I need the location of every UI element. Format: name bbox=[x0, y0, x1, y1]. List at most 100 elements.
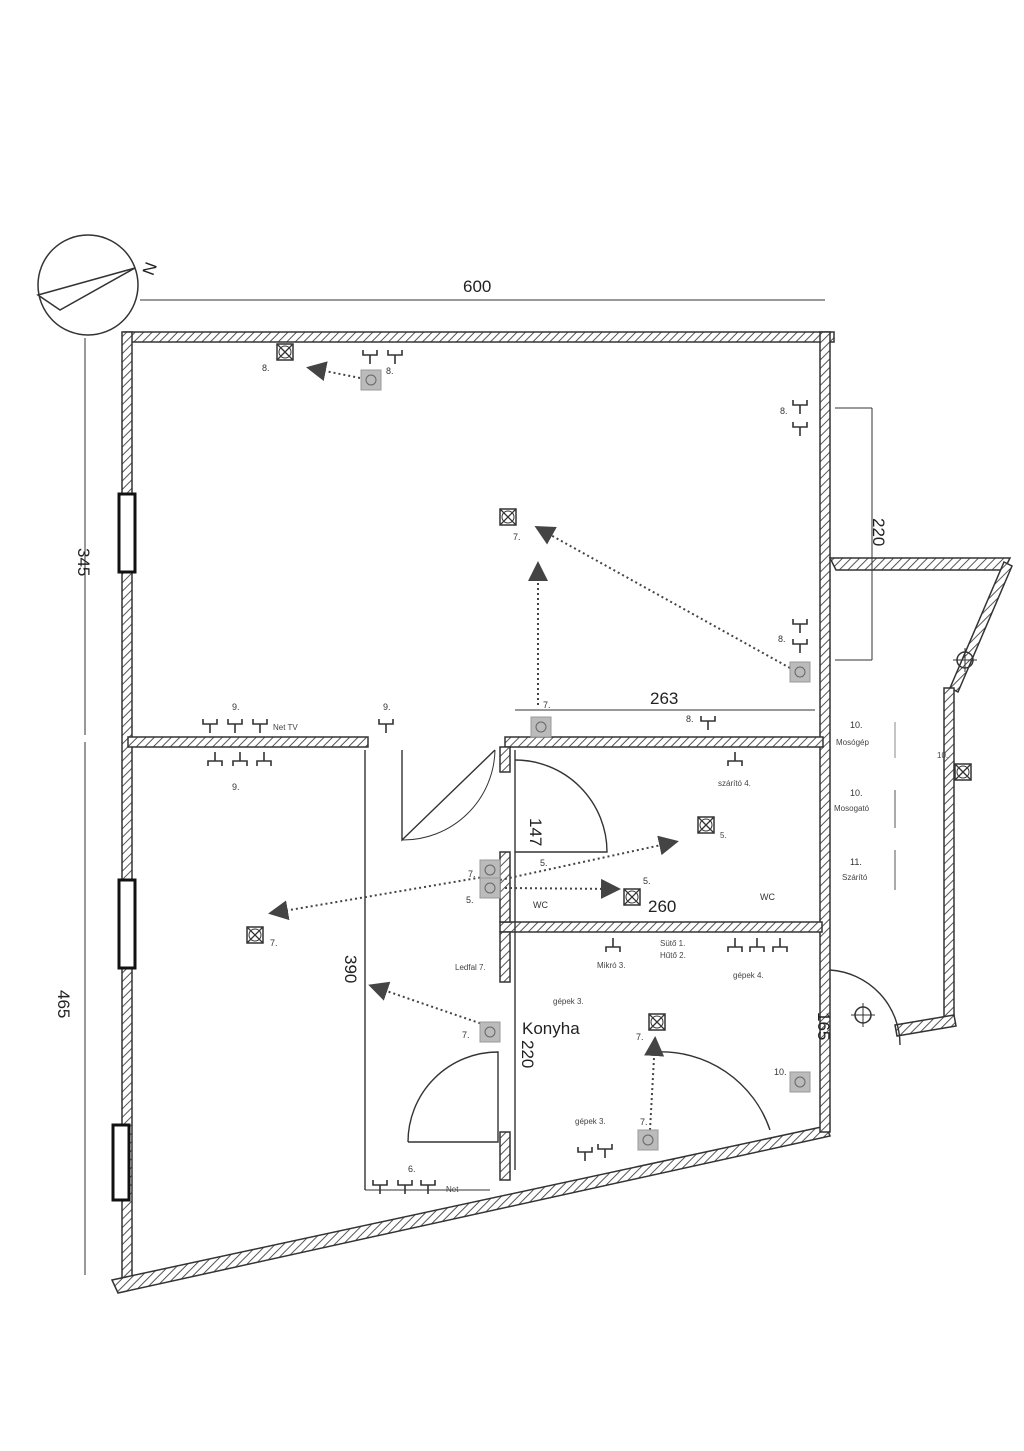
wall-balcony-diag bbox=[949, 560, 1013, 694]
outlet-icon bbox=[727, 937, 743, 953]
dim-top-width: 600 bbox=[463, 277, 491, 296]
wall-balcony-top bbox=[828, 557, 1012, 571]
compass-label: N bbox=[139, 260, 161, 278]
light-switch-icon bbox=[530, 716, 552, 738]
label: 7. bbox=[468, 869, 476, 879]
outlet-icon bbox=[202, 718, 218, 734]
label: Mikró 3. bbox=[597, 961, 625, 970]
label: 8. bbox=[386, 366, 394, 376]
outlet-icon bbox=[378, 718, 394, 734]
wall-wc-bottom bbox=[499, 921, 823, 933]
light-switch-icon bbox=[479, 1021, 501, 1043]
label: 5. bbox=[540, 858, 548, 868]
room-label-kitchen: Konyha bbox=[522, 1019, 580, 1038]
ceiling-lamp-icon bbox=[246, 926, 264, 944]
label: gépek 3. bbox=[553, 997, 584, 1006]
light-switch-icon bbox=[360, 369, 382, 391]
outlet-icon bbox=[362, 349, 378, 365]
dim-bath-height: 147 bbox=[526, 818, 545, 846]
label: szárító 4. bbox=[718, 779, 751, 788]
dim-entry: 165 bbox=[814, 1012, 833, 1040]
dim-wc-width: 260 bbox=[648, 897, 676, 916]
outlet-icon bbox=[749, 937, 765, 953]
dim-left-upper: 345 bbox=[74, 548, 93, 576]
wall-balcony-side bbox=[943, 687, 955, 1024]
fixture-labels: 8. 8. 8. 7. 8. 7. 8. 9. Net TV 9. 9. szá… bbox=[232, 363, 948, 1194]
light-switch-icon bbox=[479, 859, 501, 881]
label: Szárító bbox=[842, 873, 868, 882]
outlet-icon bbox=[605, 937, 621, 953]
label: 9. bbox=[232, 782, 240, 792]
label: 10. bbox=[850, 720, 863, 730]
label: Hűtő 2. bbox=[660, 951, 686, 960]
label: 10. bbox=[937, 751, 948, 760]
label: Net TV bbox=[273, 723, 298, 732]
wall-mid-left bbox=[127, 736, 369, 748]
ceiling-lamp-icon bbox=[697, 816, 715, 834]
wall-kitchen-left-bottom bbox=[499, 1131, 511, 1181]
light-switch-icon bbox=[479, 877, 501, 899]
outlet-icon bbox=[397, 1179, 413, 1195]
outlet-icon bbox=[597, 1143, 613, 1159]
ceiling-lamp-icon bbox=[623, 888, 641, 906]
switch-arrows bbox=[268, 361, 791, 1131]
outlet-icon bbox=[252, 718, 268, 734]
light-switch-icon bbox=[637, 1129, 659, 1151]
label: Sütő 1. bbox=[660, 939, 685, 948]
outlet-icon bbox=[232, 751, 248, 767]
dim-hall-width: 263 bbox=[650, 689, 678, 708]
label: 8. bbox=[780, 406, 788, 416]
label: 9. bbox=[383, 702, 391, 712]
label: 6. bbox=[408, 1164, 416, 1174]
label: Net bbox=[446, 1185, 459, 1194]
wall-bath-left-top bbox=[499, 746, 511, 773]
outlet-icon bbox=[256, 751, 272, 767]
outlet-icon bbox=[387, 349, 403, 365]
label: 10. bbox=[850, 788, 863, 798]
wall-right bbox=[819, 331, 831, 1133]
outlet-icon bbox=[207, 751, 223, 767]
wall-top bbox=[123, 331, 835, 343]
label: Ledfal 7. bbox=[455, 963, 486, 972]
ceiling-lamp-icon bbox=[648, 1013, 666, 1031]
outlet-icon bbox=[792, 618, 808, 634]
label: 7. bbox=[636, 1032, 644, 1042]
label: Mosógép bbox=[836, 738, 869, 747]
outlet-icon bbox=[772, 937, 788, 953]
windows bbox=[111, 492, 137, 1202]
label: 5. bbox=[466, 895, 474, 905]
room-label-wc-left: WC bbox=[533, 900, 548, 910]
compass-icon: N bbox=[36, 234, 161, 336]
label: gépek 3. bbox=[575, 1117, 606, 1126]
label: 10. bbox=[774, 1067, 787, 1077]
dimension-lines bbox=[84, 299, 873, 1275]
dim-right-balcony: 220 bbox=[869, 518, 888, 546]
label: 8. bbox=[262, 363, 270, 373]
label: 5. bbox=[720, 831, 727, 840]
dim-hall-length: 390 bbox=[341, 955, 360, 983]
label: 7. bbox=[543, 700, 551, 710]
wall-kitchen-left-top bbox=[499, 931, 511, 983]
wall-lamp-icon bbox=[953, 648, 977, 672]
ceiling-lamp-icon bbox=[499, 508, 517, 526]
room-label-wc-right: WC bbox=[760, 892, 775, 902]
wall-balcony-bottom bbox=[894, 1014, 957, 1037]
label: 8. bbox=[686, 714, 694, 724]
outlet-icon bbox=[700, 715, 716, 731]
doors bbox=[401, 749, 901, 1143]
outlet-icon bbox=[792, 421, 808, 437]
label: 7. bbox=[462, 1030, 470, 1040]
outlet-icon bbox=[792, 638, 808, 654]
label: gépek 4. bbox=[733, 971, 764, 980]
walls bbox=[110, 331, 1013, 1294]
label: 7. bbox=[270, 938, 278, 948]
outlet-icon bbox=[727, 751, 743, 767]
ceiling-lamp-icon bbox=[954, 763, 972, 781]
outlet-icon bbox=[792, 399, 808, 415]
light-switch-icon bbox=[789, 1071, 811, 1093]
outlet-icon bbox=[577, 1146, 593, 1162]
wall-bottom bbox=[110, 1125, 832, 1294]
label: 9. bbox=[232, 702, 240, 712]
wall-lamp-icon bbox=[851, 1003, 875, 1027]
